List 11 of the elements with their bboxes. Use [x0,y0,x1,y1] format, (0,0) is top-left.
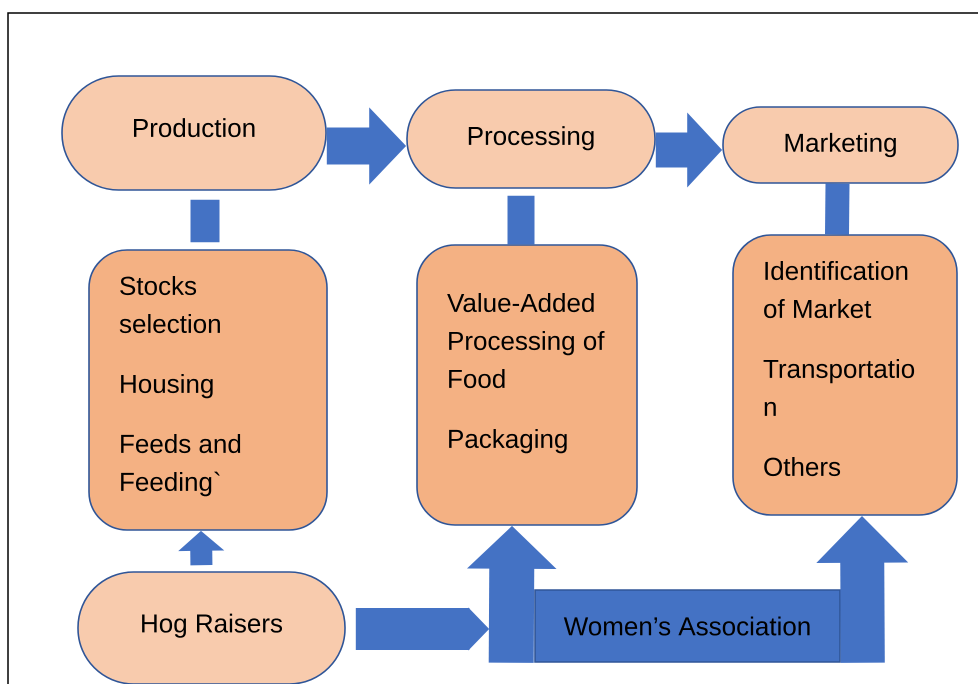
connector-bar [190,200,220,242]
rounded-box: Marketing [722,106,959,184]
label-band: Women’s Association [534,589,841,663]
connector-bar [825,184,850,234]
connector-bar [508,196,534,244]
process-box: Stocks selection Housing Feeds and Feeding` [88,249,328,531]
rounded-box: Hog Raisers [77,571,346,684]
rounded-box: Processing [406,89,656,189]
process-box: Identification of Market Transportatio n Others [732,234,958,516]
rounded-box: Production [61,75,327,191]
process-box: Value-Added Processing of Food Packaging [416,244,638,526]
